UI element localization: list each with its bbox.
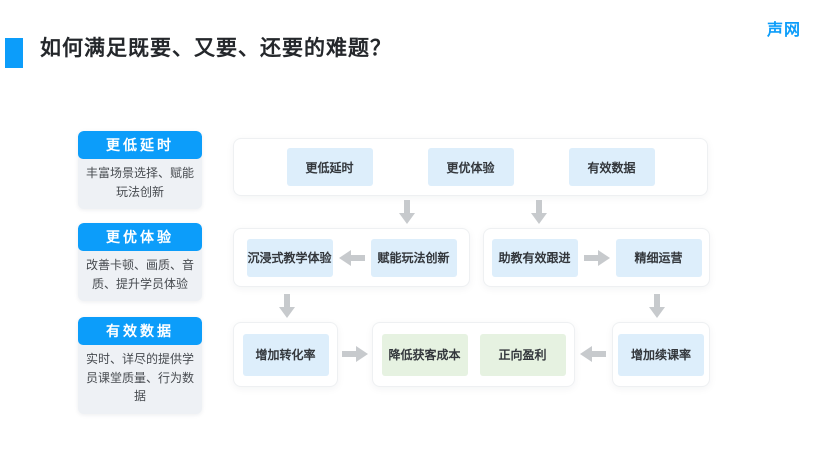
node-ta-follow-up: 助教有效跟进	[491, 238, 578, 277]
arrow-right-icon	[583, 249, 610, 266]
arrow-down-icon	[279, 294, 295, 318]
node-increase-renewal: 增加续课率	[618, 333, 704, 376]
node-refined-operation: 精细运营	[615, 238, 702, 277]
node-gameplay-innovation: 赋能玩法创新	[370, 238, 457, 277]
node-better-experience: 更优体验	[427, 148, 514, 186]
sidebar-card-effective-data: 有效数据 实时、详尽的提供学员课堂质量、行为数据	[78, 317, 202, 414]
node-lower-cac: 降低获客成本	[381, 333, 468, 376]
arrow-down-icon	[649, 294, 665, 318]
sidebar-card-desc: 实时、详尽的提供学员课堂质量、行为数据	[85, 352, 194, 404]
sidebar-card-desc: 丰富场景选择、赋能玩法创新	[85, 166, 194, 199]
sidebar-card-title: 更优体验	[78, 223, 202, 251]
flow-card-bottom-right: 增加续课率	[612, 322, 710, 387]
flow-card-mid-left: 沉浸式教学体验 赋能玩法创新	[233, 228, 470, 287]
sidebar-card-title: 更低延时	[78, 131, 202, 159]
sidebar-card-desc: 改善卡顿、画质、音质、提升学员体验	[85, 258, 194, 291]
title-accent-bar	[5, 38, 23, 68]
agora-brand-logo: 声网	[766, 22, 801, 39]
node-increase-conversion: 增加转化率	[242, 333, 329, 376]
flow-card-mid-right: 助教有效跟进 精细运营	[483, 228, 710, 287]
node-low-latency: 更低延时	[286, 148, 373, 186]
node-positive-profit: 正向盈利	[479, 333, 566, 376]
arrow-right-icon	[342, 346, 368, 362]
flow-card-bottom-center: 降低获客成本 正向盈利	[372, 322, 575, 387]
sidebar-card-title: 有效数据	[78, 317, 202, 345]
node-effective-data: 有效数据	[568, 148, 655, 186]
arrow-down-icon	[531, 200, 547, 224]
arrow-left-icon	[580, 346, 606, 362]
flow-card-bottom-left: 增加转化率	[233, 322, 338, 387]
node-immersive-teaching: 沉浸式教学体验	[246, 238, 333, 277]
arrow-down-icon	[399, 200, 415, 224]
arrow-left-icon	[338, 249, 365, 266]
sidebar-card-better-experience: 更优体验 改善卡顿、画质、音质、提升学员体验	[78, 223, 202, 302]
sidebar-card-low-latency: 更低延时 丰富场景选择、赋能玩法创新	[78, 131, 202, 210]
page-title: 如何满足既要、又要、还要的难题？	[40, 37, 392, 60]
flow-card-top: 更低延时 更优体验 有效数据	[233, 138, 708, 196]
